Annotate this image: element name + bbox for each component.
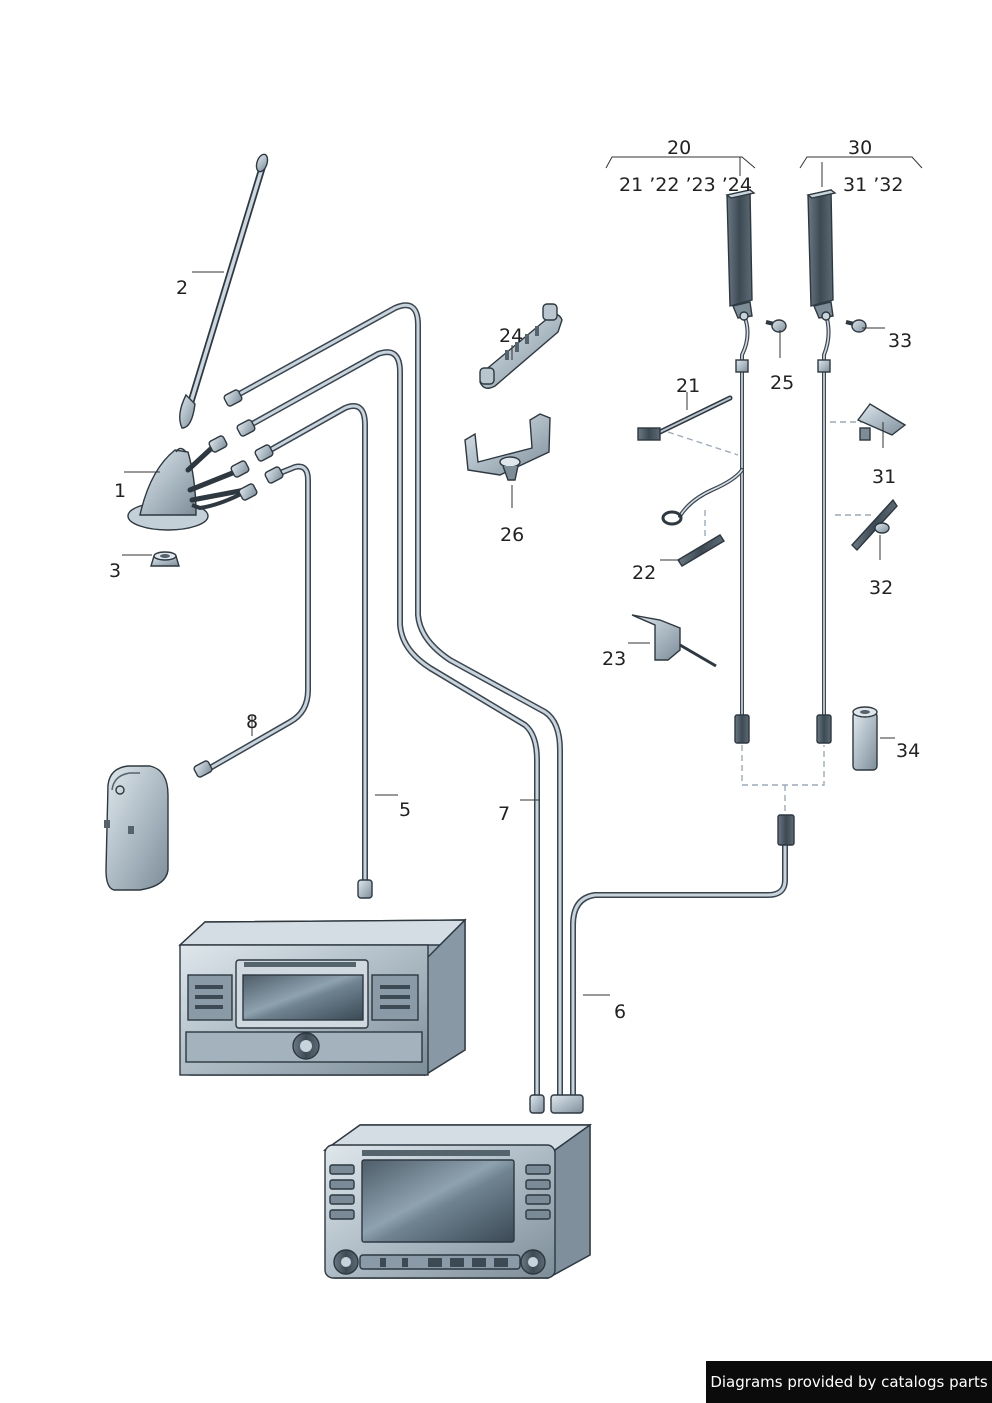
callout-2: 2 [176, 277, 188, 299]
ring-terminal-22 [661, 510, 725, 567]
cable-tie-21 [637, 395, 733, 441]
group-30-items: 31 ’32 [843, 174, 903, 196]
callout-25: 25 [770, 372, 794, 394]
callout-1: 1 [114, 480, 126, 502]
phone-cradle [104, 765, 169, 891]
callout-3: 3 [109, 560, 121, 582]
callout-30: 30 [848, 137, 872, 159]
callout-6: 6 [614, 1001, 626, 1023]
screw-25 [765, 319, 787, 333]
dashed-links [667, 421, 875, 815]
callout-21: 21 [676, 375, 700, 397]
antenna-amplifier-20 [725, 189, 756, 744]
credit-banner: Diagrams provided by catalogs parts [706, 1361, 992, 1403]
bracket-31 [856, 403, 907, 441]
antenna-connectors [193, 389, 584, 1114]
coupler-connector [777, 814, 795, 846]
screw-33 [845, 319, 867, 333]
group-20-items: 21 ’22 ’23 ’24 [619, 174, 752, 196]
roof-antenna-base [127, 442, 248, 531]
callout-22: 22 [632, 562, 656, 584]
rod-antenna [179, 153, 269, 429]
clip-23 [631, 614, 717, 668]
callout-8: 8 [246, 711, 258, 733]
navigation-unit [322, 1123, 593, 1280]
callout-31: 31 [872, 466, 896, 488]
callout-7: 7 [498, 803, 510, 825]
radio-unit [178, 918, 467, 1077]
callout-24: 24 [499, 325, 523, 347]
bracket-32 [851, 498, 898, 552]
ferrite-sleeve-34 [852, 706, 878, 771]
leader-lines [122, 156, 923, 996]
callout-32: 32 [869, 577, 893, 599]
callout-labels: 1 2 3 5 6 7 8 20 21 ’22 ’23 ’24 21 22 23… [109, 137, 920, 1023]
callout-34: 34 [896, 740, 920, 762]
callout-5: 5 [399, 799, 411, 821]
callout-33: 33 [888, 330, 912, 352]
callout-23: 23 [602, 648, 626, 670]
callout-20: 20 [667, 137, 691, 159]
antenna-amplifier-30 [806, 189, 837, 744]
holder-26 [464, 413, 551, 481]
bracket-24 [479, 303, 563, 389]
mounting-nut [150, 551, 180, 567]
callout-26: 26 [500, 524, 524, 546]
